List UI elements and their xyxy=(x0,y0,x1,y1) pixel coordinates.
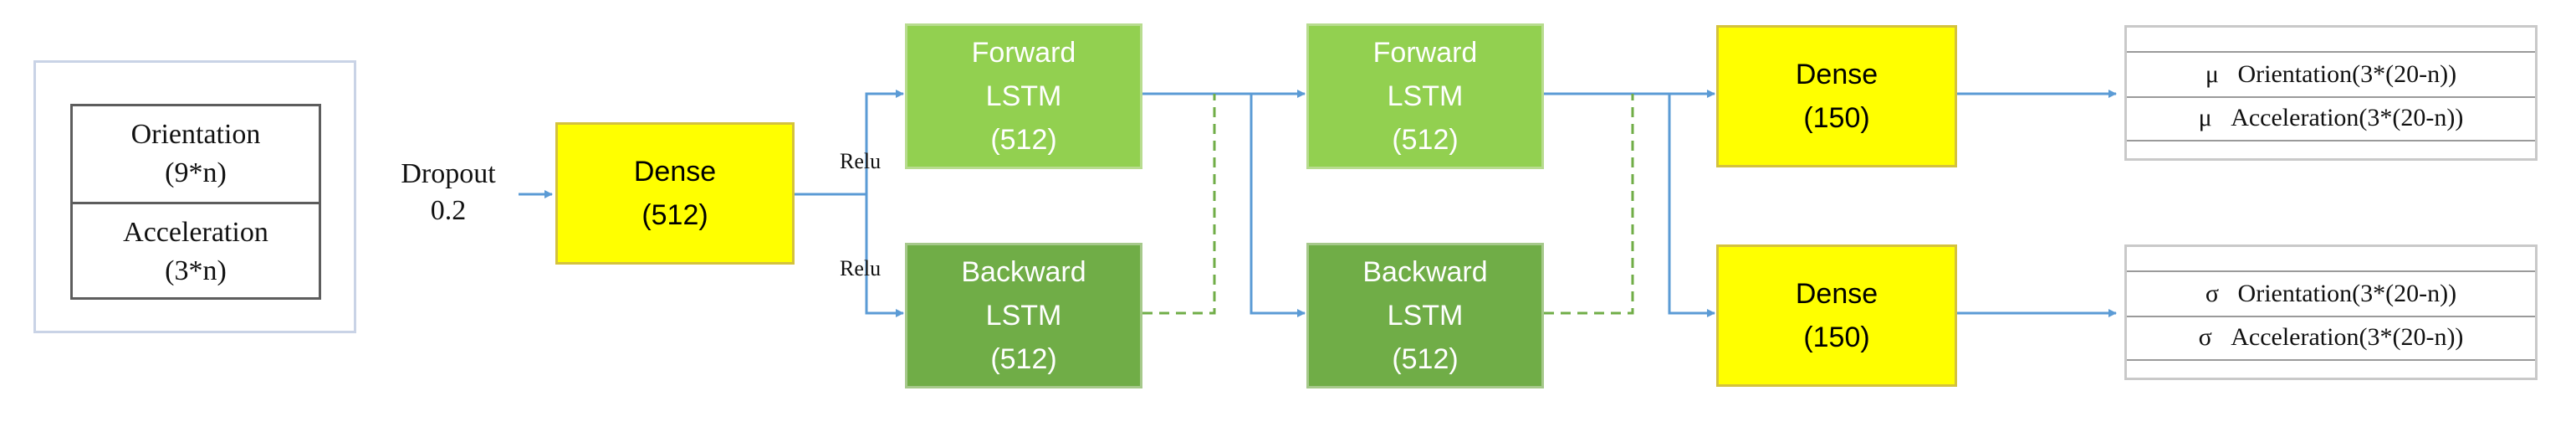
arrow-dense-to-lstm1-backward xyxy=(865,194,904,317)
dense-sigma-units: (150) xyxy=(1803,322,1870,353)
lstm2-backward-line1: Backward xyxy=(1362,256,1488,288)
dashed-lstm2-backward-link xyxy=(1544,94,1634,315)
arrow-lstm1-forward-to-lstm2-backward xyxy=(1142,92,1306,317)
input-acceleration-dim: (3*n) xyxy=(165,255,227,286)
dashed-connectors xyxy=(1142,94,1634,315)
output-sigma-table: σ Orientation(3*(20-n)) σ Acceleration(3… xyxy=(2124,244,2538,380)
lstm1-backward-line1: Backward xyxy=(961,256,1086,288)
dropout-value: 0.2 xyxy=(430,195,467,226)
lstm2-backward-line2: LSTM xyxy=(1387,300,1464,332)
dropout-text: Dropout xyxy=(401,158,496,189)
lstm1-backward-block: Backward LSTM (512) xyxy=(905,243,1142,388)
dense-mu-title: Dense xyxy=(1795,59,1878,90)
output-sigma-acceleration: σ Acceleration(3*(20-n)) xyxy=(2127,316,2535,361)
lstm2-backward-units: (512) xyxy=(1392,343,1459,375)
lstm2-forward-line1: Forward xyxy=(1372,37,1478,69)
input-acceleration-label: Acceleration xyxy=(123,217,268,248)
dense-sigma-title: Dense xyxy=(1795,278,1878,310)
input-table: Orientation (9*n) Acceleration (3*n) xyxy=(70,104,321,300)
dense-512-units: (512) xyxy=(641,199,708,231)
lstm2-forward-block: Forward LSTM (512) xyxy=(1306,23,1544,169)
lstm1-forward-line2: LSTM xyxy=(985,80,1062,112)
input-orientation-label: Orientation xyxy=(130,119,261,150)
lstm1-forward-line1: Forward xyxy=(971,37,1076,69)
relu-bottom-label: Relu xyxy=(840,256,882,280)
dense-sigma-block: Dense (150) xyxy=(1716,244,1957,387)
lstm1-forward-block: Forward LSTM (512) xyxy=(905,23,1142,169)
dense-512-title: Dense xyxy=(633,156,717,188)
lstm2-forward-units: (512) xyxy=(1392,124,1459,156)
arrow-lstm2-forward-to-dense-sigma xyxy=(1544,92,1715,317)
relu-top-label: Relu xyxy=(840,149,882,173)
input-orientation-dim: (9*n) xyxy=(165,157,227,188)
lstm2-forward-line2: LSTM xyxy=(1387,80,1464,112)
dashed-lstm1-backward-link xyxy=(1142,94,1216,315)
lstm1-backward-units: (512) xyxy=(990,343,1057,375)
lstm2-backward-block: Backward LSTM (512) xyxy=(1306,243,1544,388)
arrow-dense-to-lstm1-forward xyxy=(795,90,904,196)
dropout-label: Dropout 0.2 xyxy=(381,156,515,229)
input-acceleration-cell: Acceleration (3*n) xyxy=(73,204,319,300)
output-mu-acceleration: μ Acceleration(3*(20-n)) xyxy=(2127,96,2535,141)
output-mu-table: μ Orientation(3*(20-n)) μ Acceleration(3… xyxy=(2124,25,2538,161)
dense-mu-block: Dense (150) xyxy=(1716,25,1957,167)
input-orientation-cell: Orientation (9*n) xyxy=(73,106,319,204)
output-mu-orientation: μ Orientation(3*(20-n)) xyxy=(2127,51,2535,98)
lstm1-backward-line2: LSTM xyxy=(985,300,1062,332)
dense-mu-units: (150) xyxy=(1803,102,1870,134)
dense-512-block: Dense (512) xyxy=(555,122,795,265)
lstm1-forward-units: (512) xyxy=(990,124,1057,156)
solid-arrows xyxy=(519,90,2117,317)
output-sigma-orientation: σ Orientation(3*(20-n)) xyxy=(2127,270,2535,317)
